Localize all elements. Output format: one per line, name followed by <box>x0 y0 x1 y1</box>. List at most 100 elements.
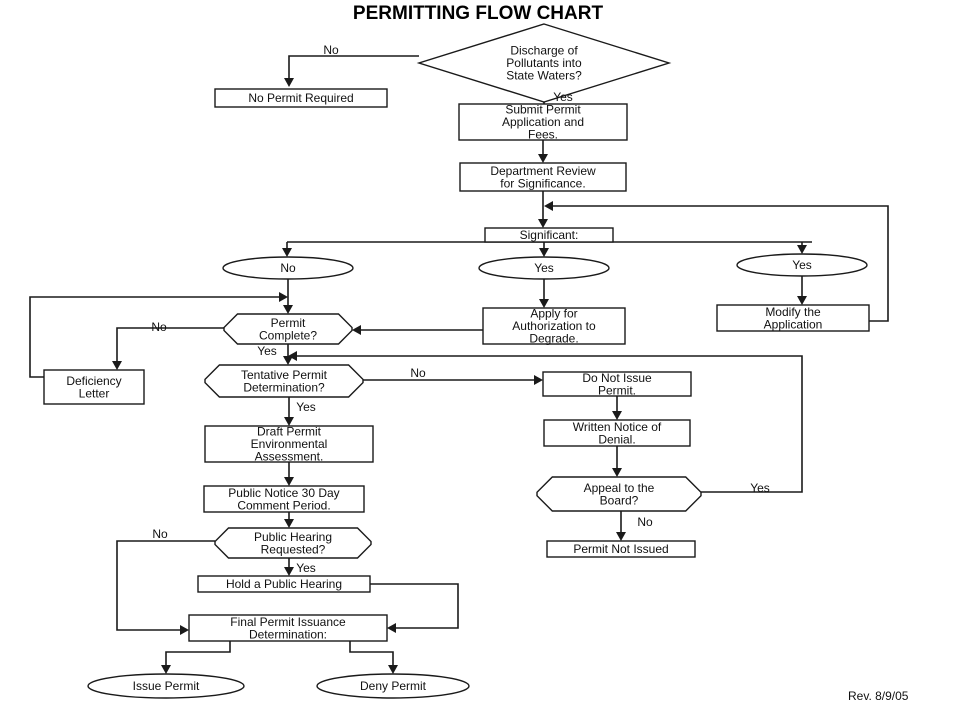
edge-tentative-no-arrowhead <box>534 375 543 385</box>
node-sig-no: No <box>222 256 354 280</box>
node-label-line: Requested? <box>261 542 326 556</box>
edge-split-yes-right-arrowhead <box>797 245 807 254</box>
edge-label-tentative-no: No <box>410 366 426 380</box>
node-label-line: State Waters? <box>506 69 582 83</box>
process-box <box>459 162 627 192</box>
edge-hearing-no <box>116 540 215 631</box>
edge-final-deny <box>349 641 394 667</box>
node-label-line: Significant: <box>520 228 579 242</box>
edge-hearing-yes-arrowhead <box>284 567 294 576</box>
edge-label-hearing-no: No <box>152 527 168 541</box>
node-label-line: Yes <box>792 258 812 272</box>
edge-label-hearing-yes: Yes <box>296 561 316 575</box>
node-label-line: Apply for <box>530 307 577 321</box>
node-label-line: Department Review <box>490 164 596 178</box>
edge-draft-notice-arrowhead <box>284 477 294 486</box>
node-label-line: Modify the <box>765 305 821 319</box>
edge-modify-loop-arrowhead <box>544 201 553 211</box>
edge-label-appeal-yes: Yes <box>750 481 770 495</box>
process-box <box>188 614 388 642</box>
process-box <box>482 307 626 345</box>
edge-split-no-arrowhead <box>282 248 292 257</box>
node-label-line: Environmental <box>251 437 328 451</box>
node-label-line: Application <box>764 317 823 331</box>
node-label-line: Degrade. <box>529 332 578 346</box>
node-label-line: Public Notice 30 Day <box>228 486 339 500</box>
edge-notice-hearing-arrowhead <box>284 519 294 528</box>
edge-appeal-no-arrowhead <box>616 532 626 541</box>
node-label-line: Deny Permit <box>360 679 427 693</box>
process-box <box>484 227 614 243</box>
revision-date: Rev. 8/9/05 <box>848 689 909 703</box>
node-label-line: Submit Permit <box>505 103 581 117</box>
node-label-line: Letter <box>79 386 110 400</box>
node-label-line: Draft Permit <box>257 425 322 439</box>
node-label-line: Assessment. <box>255 450 324 464</box>
node-label-line: Denial. <box>598 432 635 446</box>
edge-discharge-no-arrowhead <box>284 78 294 87</box>
node-label-line: Written Notice of <box>573 420 662 434</box>
edge-complete-yes-arrowhead <box>283 356 293 365</box>
edge-tentative-yes-arrowhead <box>284 417 294 426</box>
terminal-oval <box>87 673 245 699</box>
edge-yes-modify-arrowhead <box>797 296 807 305</box>
node-label-line: Issue Permit <box>133 679 200 693</box>
process-box <box>716 304 870 332</box>
terminal-oval <box>736 253 868 277</box>
decision-diamond <box>416 23 672 103</box>
process-box <box>43 369 145 405</box>
edge-yes-apply-arrowhead <box>539 299 549 308</box>
edge-submit-review-arrowhead <box>538 154 548 163</box>
node-label-line: Appeal to the <box>584 481 655 495</box>
node-label-line: Discharge of <box>510 44 578 58</box>
node-significant: Significant: <box>484 227 614 243</box>
node-label-line: for Significance. <box>500 176 585 190</box>
node-label-line: Complete? <box>259 328 317 342</box>
terminal-oval <box>478 256 610 280</box>
node-label-line: Final Permit Issuance <box>230 615 346 629</box>
decision-octagon <box>204 364 364 398</box>
terminal-oval <box>316 673 470 699</box>
node-label-line: Tentative Permit <box>241 368 328 382</box>
node-issue: Issue Permit <box>87 673 245 699</box>
process-box <box>458 103 628 141</box>
edge-final-deny-arrowhead <box>388 665 398 674</box>
edge-discharge-no <box>288 55 419 80</box>
decision-octagon <box>214 527 372 559</box>
node-hold-hearing: Hold a Public Hearing <box>197 575 371 593</box>
process-box <box>203 485 365 513</box>
edge-hold-final <box>370 583 459 629</box>
node-label-line: Application and <box>502 115 584 129</box>
node-label-line: Deficiency <box>66 374 121 388</box>
process-box <box>546 540 696 558</box>
edge-doissue-notice-arrowhead <box>612 411 622 420</box>
edge-appeal-yes-arrowhead <box>288 351 297 361</box>
edge-label-discharge-no: No <box>323 43 339 57</box>
node-no-permit: No Permit Required <box>214 88 388 108</box>
node-label-line: Permit Not Issued <box>573 542 668 556</box>
edge-label-discharge-yes: Yes <box>553 90 573 104</box>
edge-complete-no-arrowhead <box>112 361 122 370</box>
node-label-line: Permit <box>271 316 306 330</box>
decision-octagon <box>536 476 702 512</box>
edge-label-tentative-yes: Yes <box>296 400 316 414</box>
edge-complete-no <box>116 327 224 363</box>
node-label-line: Fees. <box>528 128 558 142</box>
edge-final-issue-arrowhead <box>161 665 171 674</box>
edge-label-complete-no: No <box>151 320 167 334</box>
process-box <box>214 88 388 108</box>
chart-title: PERMITTING FLOW CHART <box>353 3 604 24</box>
